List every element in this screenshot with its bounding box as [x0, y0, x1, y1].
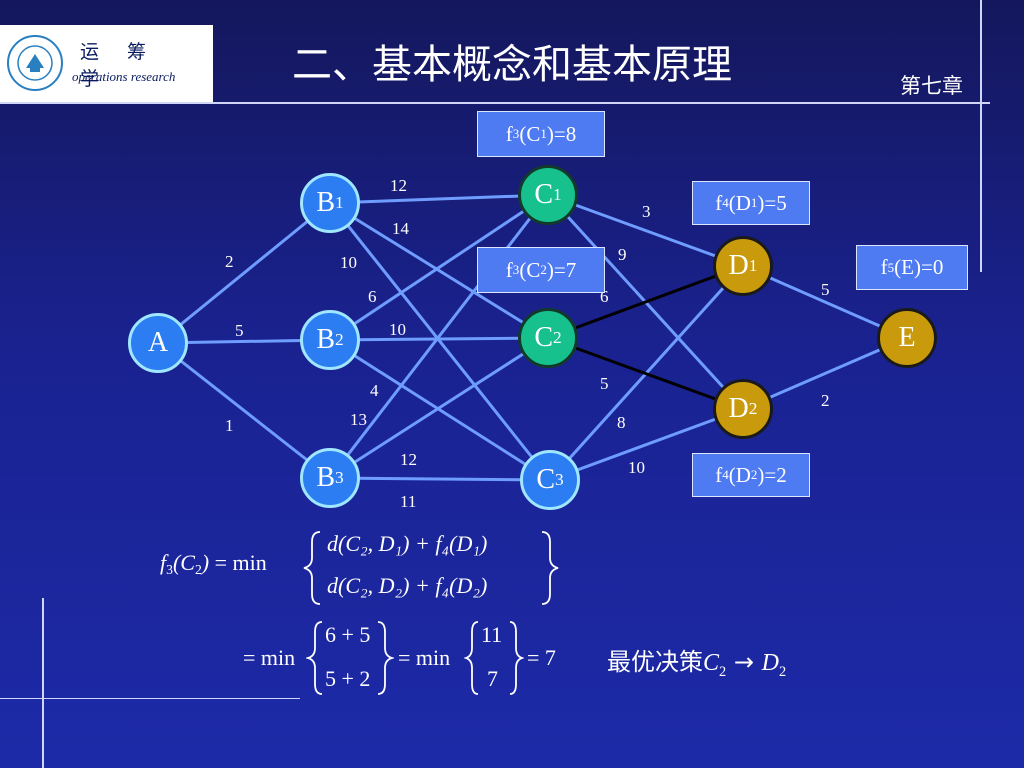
edge-c2-d1 — [547, 264, 744, 340]
right-rule — [980, 0, 982, 272]
weight-b1-c3: 10 — [340, 253, 357, 272]
weight-a-b2: 5 — [235, 321, 244, 340]
edge-b3-c1 — [328, 194, 550, 479]
eval-1-top: 6 + 5 — [325, 622, 371, 647]
edge-c2-d2 — [547, 336, 744, 411]
edge-b3-c2 — [329, 336, 549, 480]
university-seal-icon — [7, 35, 63, 91]
weight-c1-d1: 3 — [642, 202, 651, 221]
edge-b2-c3 — [329, 338, 551, 482]
edge-b3-c3 — [329, 476, 551, 482]
eval-2-bottom: 7 — [487, 666, 498, 691]
eval-2-top: 11 — [481, 622, 503, 647]
weight-c3-d2: 10 — [628, 458, 645, 477]
weight-d1-e: 5 — [821, 280, 830, 299]
weight-c1-d2: 9 — [618, 245, 627, 264]
weight-b3-c3: 11 — [400, 492, 417, 511]
weight-d2-e: 2 — [821, 391, 830, 410]
weight-a-b3: 1 — [225, 416, 234, 435]
edge-b2-c2 — [329, 336, 549, 342]
weight-b3-c1: 13 — [350, 410, 367, 429]
formula-min-2: = min — [243, 645, 296, 670]
edge-c3-d2 — [549, 407, 744, 482]
weight-c3-d1: 8 — [617, 413, 626, 432]
edge-b2-c1 — [329, 193, 549, 342]
eval-1-bottom: 5 + 2 — [325, 666, 371, 691]
edge-b1-c2 — [329, 201, 549, 340]
edge-b1-c1 — [329, 193, 549, 205]
weight-c2-d2: 5 — [600, 374, 609, 393]
weight-b2-c3: 4 — [370, 381, 379, 400]
formula-result: = 7 — [527, 645, 556, 670]
bottom-rule — [0, 698, 300, 699]
edge-a-b3 — [157, 341, 331, 480]
formula-brace-2 — [306, 621, 394, 695]
weight-b1-c2: 14 — [392, 219, 409, 238]
header-divider — [0, 102, 990, 104]
formula-min-3: = min — [398, 645, 451, 670]
edge-b1-c3 — [328, 202, 552, 481]
weight-b1-c1: 12 — [390, 176, 407, 195]
left-rule — [42, 598, 44, 768]
formula-row-1: d(C₂, D₁) + f₄(D₁) — [327, 531, 488, 556]
weight-b3-c2: 12 — [400, 450, 417, 469]
optimal-decision: 最优决策C2 → D2 — [607, 648, 787, 680]
logo-chinese: 运 筹 学 — [80, 41, 158, 90]
chapter-label: 第七章 — [900, 74, 963, 98]
formula-brace-1 — [303, 531, 559, 605]
formula-row-2: d(C₂, D₂) + f₄(D₂) — [327, 573, 488, 598]
formula-lhs: f3(C2) = min — [160, 550, 267, 578]
weight-b2-c2: 10 — [389, 320, 406, 339]
page-title: 二、基本概念和基本原理 — [292, 42, 732, 88]
formula-brace-3 — [464, 621, 524, 695]
logo: 运 筹 学 operations research — [0, 25, 213, 102]
node-a: A — [128, 313, 188, 373]
edge-a-b1 — [157, 201, 331, 345]
node-e: E — [877, 308, 937, 368]
logo-english: operations research — [72, 69, 176, 84]
edge-c1-d1 — [547, 193, 744, 268]
weight-b2-c1: 6 — [368, 287, 377, 306]
weight-c2-d1: 6 — [600, 287, 609, 306]
weight-a-b1: 2 — [225, 252, 234, 271]
